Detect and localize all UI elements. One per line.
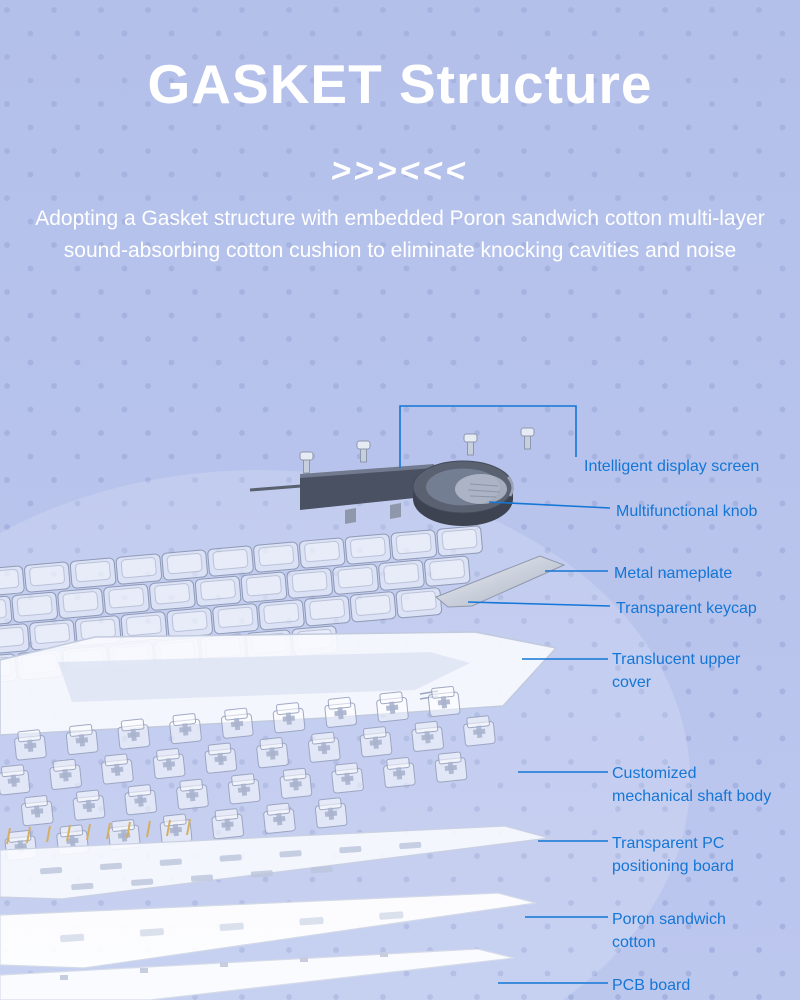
label-text-line: PCB board [612, 977, 691, 994]
chevron-arrows-decoration: >>><<< [329, 152, 471, 190]
label-text-line: Transparent keycap [616, 600, 757, 617]
label-transparent-keycap: Transparent keycap [616, 597, 757, 620]
label-poron-sandwich-cotton: Poron sandwich cotton [612, 908, 752, 954]
label-multifunctional-knob: Multifunctional knob [616, 500, 757, 523]
label-intelligent-display-screen: Intelligent display screen [584, 455, 759, 478]
label-text-line: Translucent upper [612, 651, 741, 668]
pcb-board-icon [0, 948, 515, 1000]
label-pcb-board: PCB board [612, 974, 690, 997]
label-text-line: Transparent PC [612, 835, 725, 852]
poron-cotton-icon [0, 892, 537, 969]
label-text-line: Metal nameplate [614, 565, 733, 582]
label-text-line: cotton [612, 934, 656, 952]
label-text-line: positioning board [612, 858, 734, 876]
label-transparent-pc-positioning-board: Transparent PC positioning board [612, 832, 772, 878]
label-metal-nameplate: Metal nameplate [614, 562, 732, 585]
label-text-line: cover [612, 674, 652, 692]
label-translucent-upper-cover: Translucent upper cover [612, 648, 772, 694]
label-text-line: mechanical shaft body [612, 788, 772, 806]
label-text-line: Intelligent display screen [584, 458, 760, 475]
callout-connector-lines [399, 405, 611, 984]
label-text-line: Customized [612, 765, 697, 782]
label-text-line: Multifunctional knob [616, 503, 758, 520]
description-text: Adopting a Gasket structure with embedde… [35, 207, 765, 262]
page-title: GASKET Structure [147, 53, 653, 115]
metal-nameplate-icon [435, 555, 566, 608]
label-customized-mechanical-shaft-body: Customized mechanical shaft body [612, 762, 792, 808]
header-section: GASKET Structure >>><<< Adopting a Gaske… [0, 0, 800, 266]
positioning-board-icon [0, 825, 550, 900]
upper-cover-icon [0, 631, 558, 736]
knob-icon [412, 460, 514, 526]
gold-pins-icon [6, 818, 191, 845]
label-text-line: Poron sandwich [612, 911, 726, 928]
